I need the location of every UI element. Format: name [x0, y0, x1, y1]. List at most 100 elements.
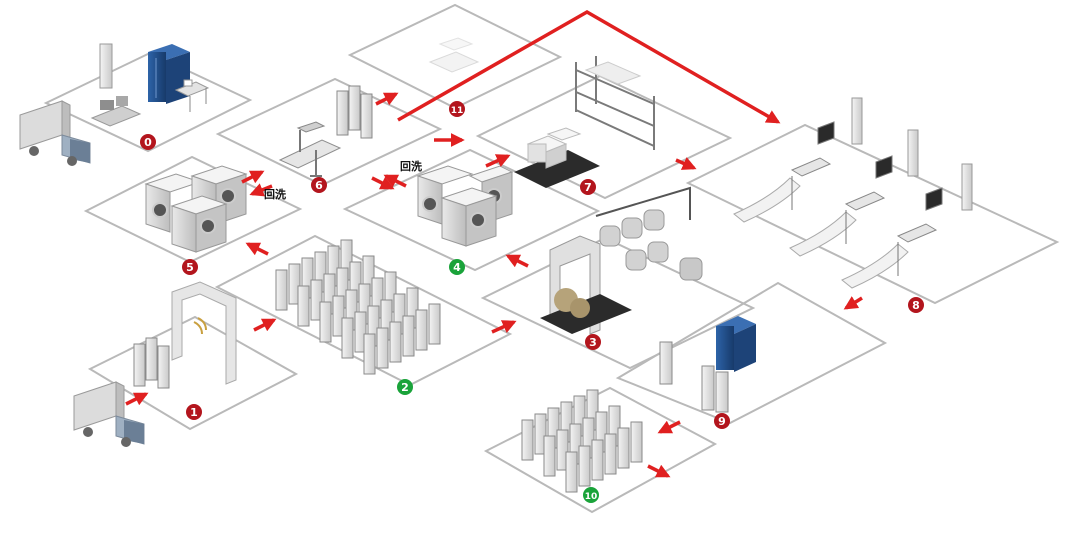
- flow-arrow: [397, 9, 781, 124]
- cabinet-icon: [716, 316, 756, 372]
- station-9-equipment: [659, 316, 756, 413]
- flow-arrow: [491, 320, 517, 334]
- flow-arrow: [125, 392, 149, 406]
- svg-text:10: 10: [585, 492, 598, 502]
- washing-machine-icon: [440, 187, 498, 247]
- folding-line-icon: [733, 157, 832, 223]
- cart-icon: [376, 327, 389, 369]
- cart-icon: [604, 433, 617, 475]
- flow-arrow: [249, 183, 273, 197]
- svg-text:2: 2: [401, 381, 409, 394]
- step-badges: 0 11 6 5 4 7 8 2 3 1 9 10: [140, 101, 924, 503]
- station-5-equipment: [144, 165, 248, 253]
- zone-8: [685, 123, 1060, 305]
- flow-arrow: [485, 154, 511, 168]
- badge-circle: [449, 259, 465, 275]
- step-badge-2: 2: [397, 379, 413, 395]
- cart-icon: [297, 285, 310, 327]
- cart-icon: [363, 333, 376, 375]
- cart-icon: [659, 341, 729, 413]
- cart-icon: [99, 43, 113, 89]
- cart-icon: [90, 96, 142, 127]
- cart-icon: [310, 279, 323, 321]
- badge-circle: [140, 134, 156, 150]
- station-4-equipment: [416, 165, 514, 247]
- cart-icon: [336, 85, 373, 139]
- flow-arrow: [657, 420, 681, 434]
- station-8-equipment: [733, 97, 973, 289]
- flow-arrow: [241, 170, 265, 184]
- step-badge-10: 10: [583, 487, 599, 503]
- cart-icon: [288, 263, 301, 305]
- cabinet-icon: [148, 44, 190, 104]
- cart-icon: [543, 435, 556, 477]
- truck-icon: [73, 381, 145, 447]
- badge-circle: [580, 179, 596, 195]
- rfid-gate-icon: [171, 281, 237, 385]
- cart-icon: [133, 337, 170, 389]
- station-6-equipment: [278, 85, 373, 177]
- zone-0: [43, 51, 253, 153]
- linen-stack-icon: [526, 127, 582, 169]
- flow-arrow: [505, 254, 529, 268]
- station-2-equipment: [275, 239, 441, 375]
- cart-icon: [402, 315, 415, 357]
- cart-icon: [565, 451, 578, 493]
- svg-text:9: 9: [718, 415, 726, 428]
- cart-icon: [319, 301, 332, 343]
- cart-icon: [354, 311, 367, 353]
- cart-icon: [521, 419, 534, 461]
- step-badge-9: 9: [714, 413, 730, 429]
- zone-6: [215, 77, 443, 187]
- scanner-icon: [851, 97, 973, 211]
- truck-icon: [19, 100, 91, 166]
- cart-icon: [556, 429, 569, 471]
- station-1-equipment: [73, 281, 237, 447]
- cart-icon: [341, 317, 354, 359]
- laundry-bag-icon: [554, 288, 590, 318]
- step-badge-4: 4: [449, 259, 465, 275]
- station-3-equipment: [540, 186, 703, 335]
- svg-text:1: 1: [190, 406, 198, 419]
- cart-icon: [534, 413, 547, 455]
- flow-arrow: [245, 242, 269, 256]
- shelf-icon: [575, 56, 655, 150]
- flow-arrow: [383, 174, 407, 188]
- badge-circle: [182, 259, 198, 275]
- folding-line-icon: [841, 223, 938, 289]
- zone-11: [347, 3, 563, 110]
- desk-icon: [174, 79, 210, 112]
- station-0-equipment: [19, 43, 210, 166]
- step-badge-6: 6: [311, 177, 327, 193]
- zone-1: [87, 315, 299, 431]
- zone-7: [475, 74, 733, 200]
- step-badge-5: 5: [182, 259, 198, 275]
- linen-icon: [428, 37, 480, 73]
- svg-text:7: 7: [584, 181, 592, 194]
- svg-text:11: 11: [451, 106, 464, 116]
- zone-9: [615, 281, 888, 425]
- flow-arrow: [647, 464, 671, 478]
- zone-4: [342, 148, 601, 272]
- cart-icon: [415, 309, 428, 351]
- badge-circle: [583, 487, 599, 503]
- rewash-label: 回洗: [264, 187, 286, 201]
- svg-text:4: 4: [453, 261, 461, 274]
- step-badge-8: 8: [908, 297, 924, 313]
- flow-arrow: [375, 92, 399, 106]
- svg-text:8: 8: [912, 299, 920, 312]
- step-badge-11: 11: [449, 101, 465, 117]
- step-badge-1: 1: [186, 404, 202, 420]
- rewash-label: 回洗: [400, 159, 422, 173]
- cart-icon: [617, 427, 630, 469]
- badge-circle: [449, 101, 465, 117]
- svg-text:0: 0: [144, 136, 152, 149]
- cart-icon: [275, 269, 288, 311]
- washing-machine-icon: [170, 195, 228, 253]
- badge-circle: [397, 379, 413, 395]
- flow-arrow: [843, 296, 863, 310]
- folding-line-icon: [789, 191, 886, 257]
- laundry-bag-icon: [595, 186, 703, 281]
- svg-text:6: 6: [315, 179, 323, 192]
- cart-icon: [630, 421, 643, 463]
